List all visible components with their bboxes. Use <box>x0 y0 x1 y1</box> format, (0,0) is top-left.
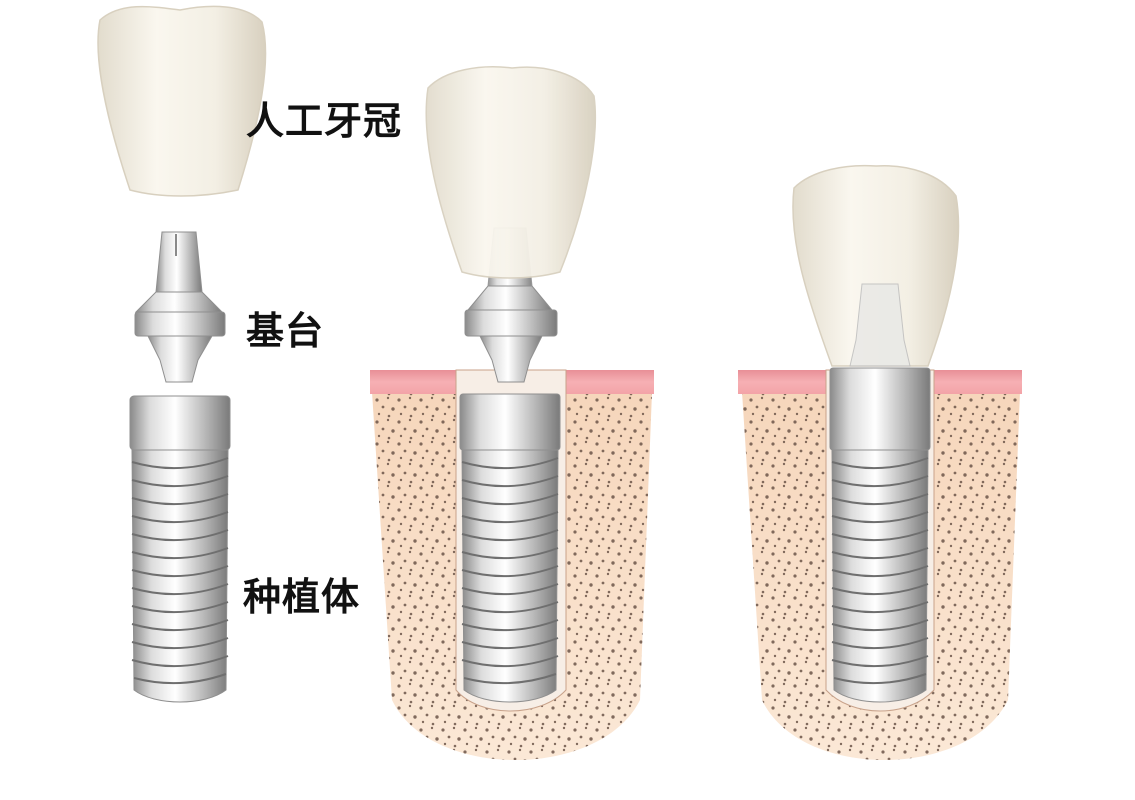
implant-exploded <box>129 395 231 703</box>
crown-2 <box>425 66 597 279</box>
label-implant: 种植体 <box>243 575 361 619</box>
crown-exploded <box>97 5 267 197</box>
stage-abutment-inserted <box>370 66 654 760</box>
label-artificial-crown: 人工牙冠 <box>246 99 403 143</box>
abutment-3 <box>849 283 911 367</box>
implant-3 <box>829 367 931 703</box>
implant-2 <box>459 393 561 703</box>
abutment-exploded <box>134 231 226 383</box>
stage-exploded <box>97 5 267 703</box>
stage-crown-seated <box>738 164 1022 760</box>
crown-3 <box>792 164 960 367</box>
label-abutment: 基台 <box>246 309 325 353</box>
